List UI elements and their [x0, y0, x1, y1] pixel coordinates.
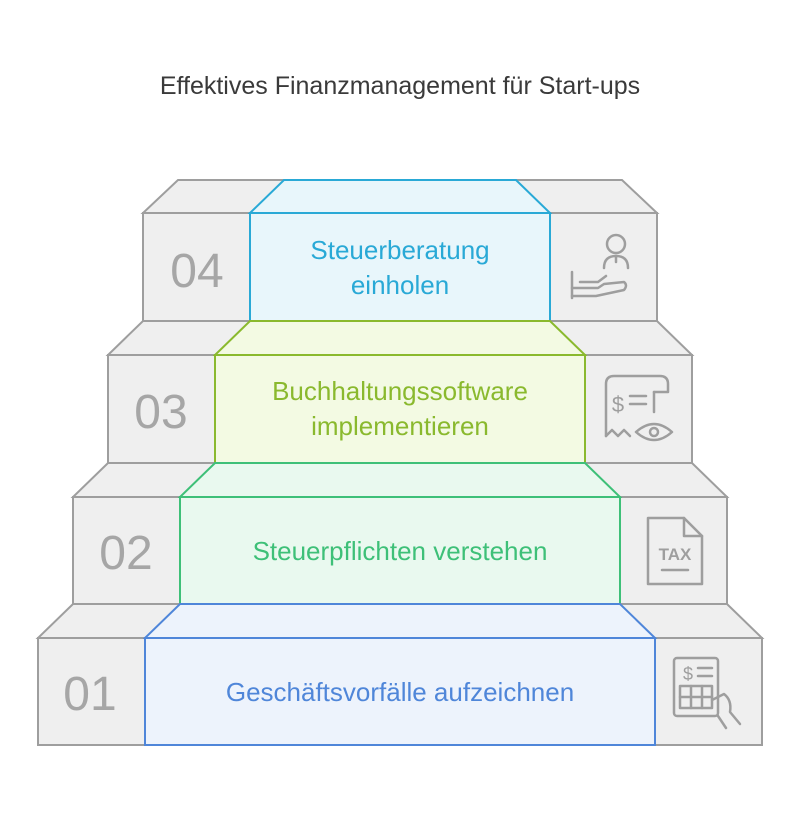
receipt-view-icon: $	[604, 374, 674, 442]
step-01-label: Geschäftsvorfälle aufzeichnen	[226, 677, 574, 707]
step-04-highlight-top	[247, 179, 553, 214]
step-01-number: 01	[63, 668, 116, 721]
step-03-number: 03	[134, 386, 187, 439]
accounting-calculator-icon: $	[672, 656, 742, 730]
tax-document-icon: TAX	[646, 516, 704, 586]
step-03-label-line2: implementieren	[311, 411, 489, 441]
tax-text: TAX	[659, 545, 692, 564]
step-03: 03 Buchhaltungssoftware implementieren $	[105, 320, 695, 464]
step-02: 02 Steuerpflichten verstehen TAX	[70, 462, 730, 605]
step-02-highlight-top	[177, 462, 623, 498]
step-01-highlight-top	[142, 603, 658, 639]
step-04-highlight-front	[249, 212, 551, 322]
step-01-highlight-front	[144, 637, 656, 746]
step-04: 04 Steuerberatung einholen	[140, 179, 660, 322]
receipt-dollar-sign: $	[612, 392, 624, 417]
step-01: 01 Geschäftsvorfälle aufzeichnen $	[35, 603, 765, 746]
consultant-icon	[570, 233, 630, 300]
step-04-label-line2: einholen	[351, 270, 449, 300]
calculator-dollar-sign: $	[683, 664, 693, 684]
step-04-number: 04	[170, 245, 223, 298]
step-03-highlight-front	[214, 354, 586, 464]
step-02-highlight-front	[179, 496, 621, 605]
step-03-label-line1: Buchhaltungssoftware	[272, 376, 528, 406]
step-02-number: 02	[99, 527, 152, 580]
step-03-highlight-top	[212, 320, 588, 356]
step-04-label-line1: Steuerberatung	[310, 235, 489, 265]
step-02-label: Steuerpflichten verstehen	[253, 536, 548, 566]
diagram-title: Effektives Finanzmanagement für Start-up…	[159, 72, 641, 100]
